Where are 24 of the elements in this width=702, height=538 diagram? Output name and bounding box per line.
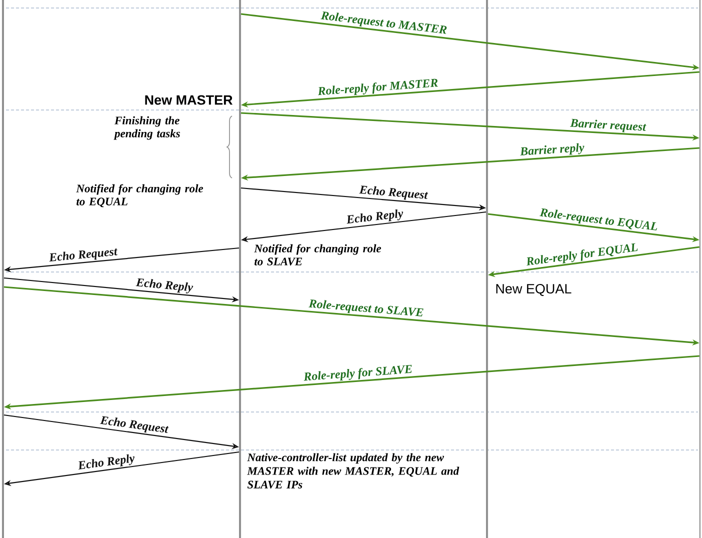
edge-label: Echo Reply bbox=[78, 454, 134, 470]
lifeline bbox=[699, 0, 701, 538]
edge-label: Role-request to EQUAL bbox=[540, 208, 658, 230]
edge-label: Echo Reply bbox=[346, 209, 404, 224]
lifeline bbox=[486, 0, 488, 538]
role-label: New EQUAL bbox=[496, 284, 572, 296]
edge-label: Role-reply for MASTER bbox=[318, 78, 438, 96]
edge-label: Role-reply for SLAVE bbox=[304, 364, 412, 381]
note-text: Notified for changing role to SLAVE bbox=[254, 244, 382, 266]
edge-label: Barrier reply bbox=[520, 143, 584, 156]
role-label: New MASTER bbox=[145, 95, 233, 105]
lifeline bbox=[239, 0, 241, 538]
edge-label: Echo Request bbox=[100, 416, 169, 433]
note-text: Native-controller-list updated by the new MASTER with new MASTER, EQUAL and SLAVE IPs bbox=[247, 453, 460, 489]
edge-label: Echo Request bbox=[49, 248, 118, 262]
edge-label: Role-request to SLAVE bbox=[308, 300, 424, 316]
note-text: Notified for changing role to EQUAL bbox=[76, 184, 204, 208]
edge-label: Echo Request bbox=[359, 186, 428, 200]
lifeline bbox=[2, 0, 4, 538]
note-text: Finishing the pending tasks bbox=[114, 116, 180, 140]
edge-label: Barrier request bbox=[570, 118, 646, 132]
edge-label: Echo Reply bbox=[136, 278, 194, 294]
edge-label: Role-reply for EQUAL bbox=[526, 243, 638, 266]
edge-label: Role-request to MASTER bbox=[320, 11, 447, 34]
